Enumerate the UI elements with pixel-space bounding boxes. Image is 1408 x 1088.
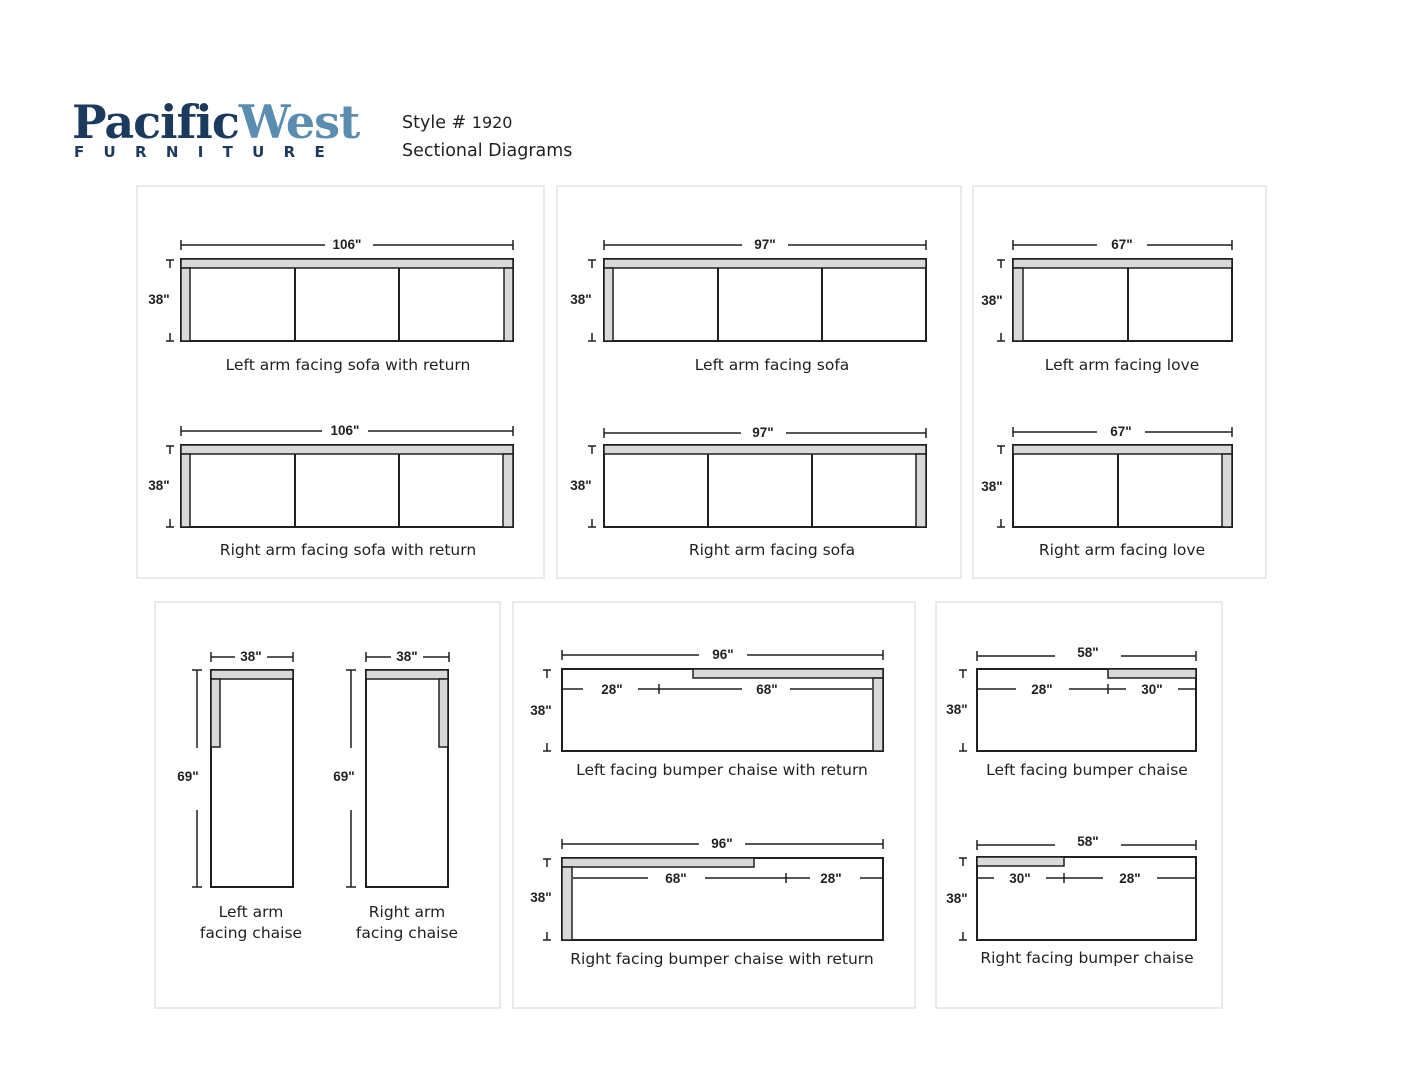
label-raf-sofa-return: Right arm facing sofa with return xyxy=(220,541,476,559)
dim-depth: 38" xyxy=(148,292,169,307)
label-rf-bumper: Right facing bumper chaise xyxy=(980,949,1193,967)
dim-width: 106" xyxy=(333,237,362,252)
panel-sofas-return xyxy=(136,185,545,579)
label-raf-love: Right arm facing love xyxy=(1039,541,1205,559)
dim-width: 38" xyxy=(240,649,261,664)
logo-tagline: FURNITURE xyxy=(74,143,345,161)
style-heading: Style # 1920 xyxy=(402,113,512,133)
label-laf-chaise-line1: Left arm xyxy=(219,903,284,921)
panel-bumper-return xyxy=(512,601,916,1009)
diagram-laf-sofa: 97" 38" Left arm facing sofa xyxy=(570,237,927,374)
label-laf-sofa-return: Left arm facing sofa with return xyxy=(226,356,471,374)
dim-length: 69" xyxy=(177,769,198,784)
diagram-laf-chaise: 38" 69" Left arm facing chaise xyxy=(177,649,302,942)
dim-depth: 38" xyxy=(946,702,967,717)
dim-width: 96" xyxy=(712,647,733,662)
dim-width: 58" xyxy=(1077,645,1098,660)
label-raf-chaise-line1: Right arm xyxy=(369,903,445,921)
diagram-raf-sofa-return: 106" 38" Right arm facing sofa with retu… xyxy=(148,423,514,559)
style-label: Style # xyxy=(402,113,467,133)
dim-length: 69" xyxy=(333,769,354,784)
panel-loves xyxy=(972,185,1267,579)
panel-bumper xyxy=(935,601,1223,1009)
label-raf-chaise-line2: facing chaise xyxy=(356,924,458,942)
label-laf-love: Left arm facing love xyxy=(1045,356,1200,374)
diagram-lf-bumper: 58" 28" 30" 38" Left facing bumper chais… xyxy=(946,645,1197,779)
diagram-lf-bumper-return: 96" 28" 68" 38" Left facing bumper chais… xyxy=(530,647,884,779)
diagram-raf-love: 67" 38" Right arm facing love xyxy=(981,424,1233,559)
diagram-rf-bumper: 58" 30" 28" 38" Right facing bumper chai… xyxy=(946,834,1197,967)
panel-sofas xyxy=(556,185,962,579)
dim-width: 106" xyxy=(331,423,360,438)
dim-depth: 38" xyxy=(148,478,169,493)
dim-depth: 38" xyxy=(570,292,591,307)
diagram-rf-bumper-return: 96" 68" 28" 38" Right facing bumper chai… xyxy=(530,836,884,968)
logo-word-pacific: Pacific xyxy=(72,95,240,149)
dim-seg-b: 28" xyxy=(820,871,841,886)
dim-seg-a: 28" xyxy=(1031,682,1052,697)
diagram-raf-sofa: 97" 38" Right arm facing sofa xyxy=(570,425,927,559)
label-lf-bumper: Left facing bumper chaise xyxy=(986,761,1188,779)
dim-width: 96" xyxy=(711,836,732,851)
dim-seg-b: 28" xyxy=(1119,871,1140,886)
dim-seg-a: 68" xyxy=(665,871,686,886)
logo-wordmark: PacificWest xyxy=(72,95,360,149)
panel-chaises xyxy=(154,601,501,1009)
page-subtitle: Sectional Diagrams xyxy=(402,141,573,161)
label-raf-sofa: Right arm facing sofa xyxy=(689,541,855,559)
dim-seg-a: 30" xyxy=(1009,871,1030,886)
label-rf-bumper-return: Right facing bumper chaise with return xyxy=(570,950,873,968)
label-lf-bumper-return: Left facing bumper chaise with return xyxy=(576,761,868,779)
style-number: 1920 xyxy=(471,113,513,132)
dim-width: 67" xyxy=(1110,424,1131,439)
dim-depth: 38" xyxy=(530,703,551,718)
diagram-laf-love: 67" 38" Left arm facing love xyxy=(981,237,1233,374)
label-laf-chaise-line2: facing chaise xyxy=(200,924,302,942)
dim-depth: 38" xyxy=(530,890,551,905)
pacific-west-logo: PacificWest FURNITURE xyxy=(72,96,362,166)
diagram-laf-sofa-return: 106" 38" Left arm facing sofa with retur… xyxy=(148,237,514,374)
dim-depth: 38" xyxy=(946,891,967,906)
dim-seg-b: 68" xyxy=(756,682,777,697)
dim-depth: 38" xyxy=(981,293,1002,308)
diagram-raf-chaise: 38" 69" Right arm facing chaise xyxy=(333,649,458,942)
dim-seg-a: 28" xyxy=(601,682,622,697)
dim-seg-b: 30" xyxy=(1141,682,1162,697)
dim-width: 58" xyxy=(1077,834,1098,849)
dim-depth: 38" xyxy=(981,479,1002,494)
dim-width: 97" xyxy=(752,425,773,440)
dim-width: 38" xyxy=(396,649,417,664)
logo-word-west: West xyxy=(238,95,360,149)
label-laf-sofa: Left arm facing sofa xyxy=(695,356,850,374)
dim-width: 67" xyxy=(1111,237,1132,252)
dim-width: 97" xyxy=(754,237,775,252)
dim-depth: 38" xyxy=(570,478,591,493)
